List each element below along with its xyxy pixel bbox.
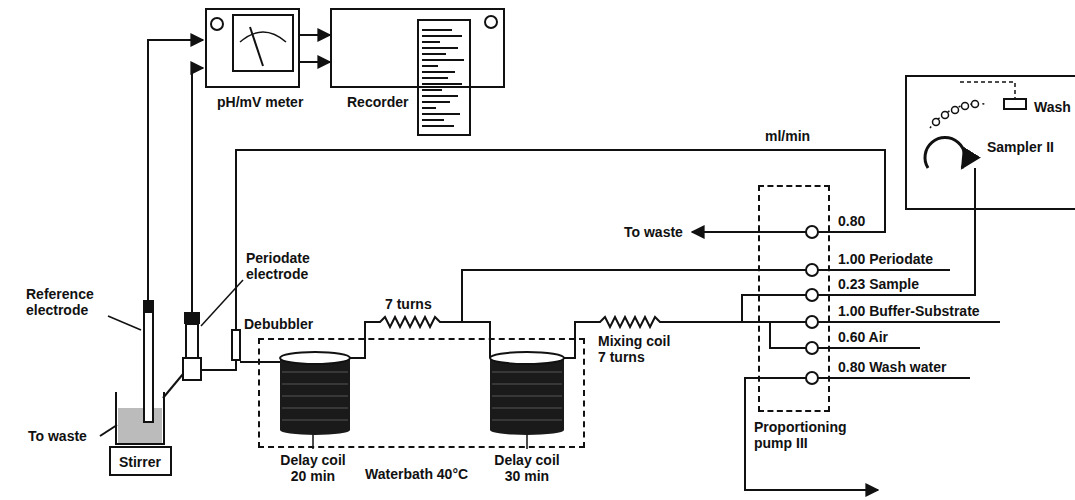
node-text: Sampler II <box>987 139 1054 155</box>
tubing <box>236 150 885 330</box>
outlet-label: To waste <box>624 224 683 240</box>
beaker <box>116 392 164 444</box>
sampler-mechanism <box>962 103 969 110</box>
tubing <box>163 374 183 398</box>
leader-line <box>108 316 141 330</box>
meter-box: pH/mV meter <box>205 8 300 88</box>
sampler-mechanism <box>1004 99 1026 109</box>
stirrer-box: Stirrer <box>109 446 172 476</box>
part-label: Reference electrode <box>26 286 106 318</box>
reference-electrode <box>144 312 153 422</box>
recorder-chart <box>485 16 497 28</box>
pump-roller <box>806 264 818 276</box>
connector <box>300 34 330 36</box>
pump-box: Proportioning pump III <box>758 185 830 412</box>
beaker <box>116 392 164 444</box>
pump-roller <box>806 316 818 328</box>
sampler-mechanism <box>972 101 979 108</box>
connector-group <box>300 35 975 295</box>
debubbler <box>232 330 240 360</box>
meter-dial <box>240 32 286 42</box>
node-text: Wash <box>1034 99 1071 115</box>
recorder-chart <box>418 16 497 135</box>
sampler-mechanism <box>925 137 965 168</box>
periodate-electrode <box>183 358 201 380</box>
flow-rate: 0.80 Wash water <box>838 359 946 375</box>
node-text: pH/mV meter <box>217 94 303 110</box>
delay-coil <box>490 352 564 364</box>
delay-coil <box>490 358 564 430</box>
delay-coil <box>282 372 348 420</box>
coil-label: Delay coil 20 min <box>275 452 351 484</box>
sampler-mechanism <box>974 168 976 210</box>
connector <box>300 61 330 63</box>
unit-label: ml/min <box>765 128 810 144</box>
sampler-box: Sampler II Wash <box>905 75 1075 210</box>
pump-roller <box>806 372 818 384</box>
electrode-wire <box>148 40 203 300</box>
electrode-wire <box>148 40 203 312</box>
delay-coil <box>280 425 350 435</box>
coil-label: Delay coil 30 min <box>489 452 565 484</box>
delay-coil <box>492 372 562 420</box>
leader-line <box>108 280 527 449</box>
pump-roller <box>806 226 818 384</box>
flow-rate: 1.00 Buffer-Substrate <box>838 303 980 319</box>
pump-roller <box>806 289 818 301</box>
meter-dial <box>233 15 293 71</box>
tubing <box>745 378 970 490</box>
delay-coil <box>280 352 564 435</box>
meter-dial <box>250 27 263 66</box>
outlet-label: To waste <box>28 428 87 444</box>
periodate-electrode <box>183 312 201 380</box>
recorder-chart <box>418 20 470 135</box>
waterbath-box: Waterbath 40°C <box>258 338 585 448</box>
reference-electrode <box>143 300 154 422</box>
flow-rate: 0.23 Sample <box>838 276 919 292</box>
flow-rate: 1.00 Periodate <box>838 251 933 267</box>
meter-dial <box>211 18 223 30</box>
flow-rate: 0.80 <box>838 213 865 229</box>
sampler-mechanism <box>952 107 959 114</box>
sampler-mechanism <box>960 82 1015 98</box>
node-text: Proportioning pump III <box>754 419 854 451</box>
meter-dial <box>211 15 293 71</box>
connector <box>830 210 975 295</box>
periodate-electrode <box>184 312 200 324</box>
sampler-mechanism <box>933 119 940 126</box>
tubing <box>201 360 236 370</box>
recorder-box: Recorder <box>330 8 505 88</box>
coil-label: Mixing coil 7 turns <box>598 333 676 365</box>
delay-coil <box>280 358 350 430</box>
pump-roller <box>806 342 818 354</box>
node-text: Recorder <box>347 94 408 110</box>
tubing <box>240 361 280 363</box>
flow-rate: 0.60 Air <box>838 329 888 345</box>
node-text: Waterbath 40°C <box>365 466 468 482</box>
tubing <box>770 322 920 348</box>
tubing <box>100 150 1000 490</box>
electrode-wire <box>192 68 203 312</box>
coil-label: 7 turns <box>385 296 432 312</box>
delay-coil <box>490 425 564 435</box>
reference-electrode <box>143 300 154 312</box>
debubbler <box>232 330 240 360</box>
beaker <box>118 408 162 443</box>
part-label: Periodate electrode <box>246 250 324 282</box>
node-text: Stirrer <box>119 454 161 470</box>
recorder-chart <box>422 30 464 126</box>
delay-coil <box>280 352 350 364</box>
pump-roller <box>806 226 818 238</box>
periodate-electrode <box>186 324 198 358</box>
part-label: Debubbler <box>244 316 313 332</box>
sampler-mechanism <box>942 112 949 119</box>
tubing <box>100 425 117 436</box>
